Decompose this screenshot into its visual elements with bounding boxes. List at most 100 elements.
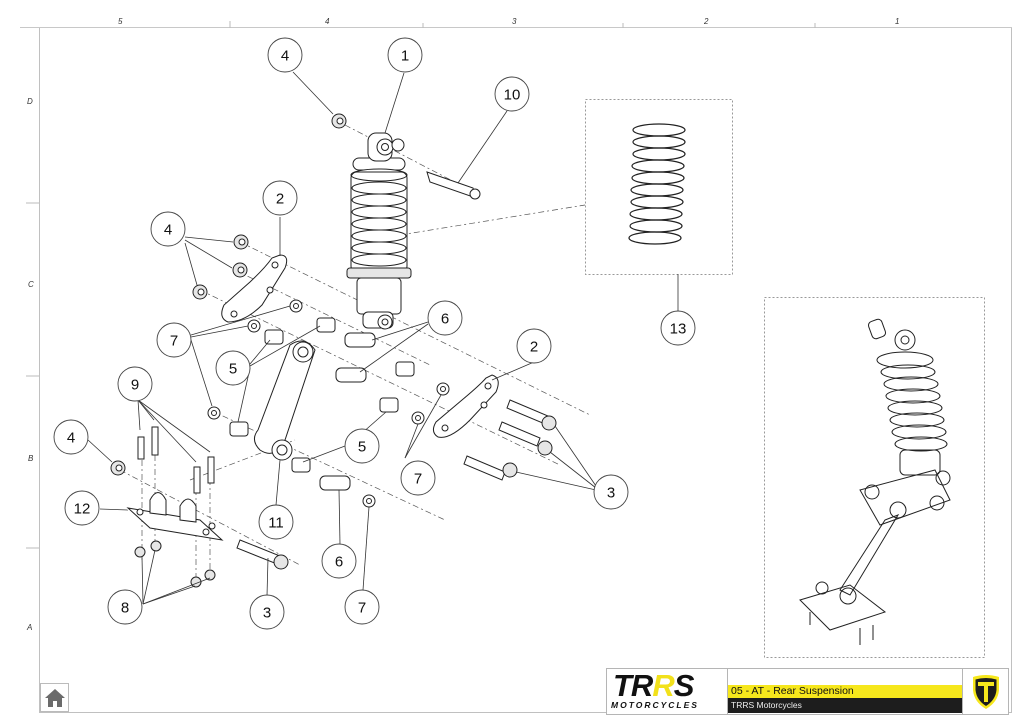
zone-col-1: 1 — [895, 17, 899, 26]
balloon-circle — [494, 76, 530, 112]
balloon-7: 7 — [344, 589, 380, 625]
logo-text-prefix: TR — [613, 668, 653, 703]
shock-absorber-drawing — [331, 113, 481, 330]
balloon-label: 3 — [607, 485, 615, 502]
balloon-4: 4 — [150, 211, 186, 247]
balloon-label: 13 — [670, 321, 687, 338]
balloon-3: 3 — [249, 594, 285, 630]
balloon-circle — [53, 419, 89, 455]
balloon-9: 9 — [117, 366, 153, 402]
title-block: TRRS MOTORCYCLES 05 - AT - Rear Suspensi… — [606, 668, 1009, 715]
balloon-2: 2 — [516, 328, 552, 364]
balloon-circle — [64, 490, 100, 526]
balloon-circle — [427, 300, 463, 336]
balloon-10: 10 — [494, 76, 530, 112]
logo-text-accent: R — [652, 668, 674, 703]
balloon-circle — [516, 328, 552, 364]
connecting-link — [254, 340, 316, 461]
zone-row-d: D — [27, 97, 33, 106]
balloon-label: 6 — [335, 554, 343, 571]
balloon-label: 2 — [530, 339, 538, 356]
balloon-circle — [117, 366, 153, 402]
home-icon — [44, 688, 65, 707]
zone-col-2: 2 — [703, 17, 709, 26]
balloon-circle — [593, 474, 629, 510]
balloon-circle — [249, 594, 285, 630]
balloon-4: 4 — [53, 419, 89, 455]
lower-bracket — [110, 426, 224, 588]
zone-column-ticks — [229, 21, 816, 28]
info-blank-row — [728, 669, 962, 685]
washers-and-bushings — [207, 299, 450, 508]
balloon-label: 12 — [74, 501, 91, 518]
zone-row-ticks — [26, 202, 39, 549]
balloon-label: 6 — [441, 311, 449, 328]
balloon-11: 11 — [258, 504, 294, 540]
spring-detail — [585, 99, 733, 275]
balloon-circle — [387, 37, 423, 73]
balloon-label: 3 — [263, 605, 271, 622]
zone-row-a: A — [26, 623, 32, 632]
balloon-label: 11 — [268, 515, 284, 532]
balloon-6: 6 — [321, 543, 357, 579]
logo-subtitle: MOTORCYCLES — [611, 700, 699, 710]
zone-row-c: C — [28, 280, 34, 289]
balloon-5: 5 — [344, 428, 380, 464]
sheet-border — [39, 27, 1012, 713]
balloon-label: 2 — [276, 191, 284, 208]
balloon-12: 12 — [64, 490, 100, 526]
balloon-label: 8 — [121, 600, 129, 617]
balloon-13: 13 — [660, 310, 696, 346]
balloon-8: 8 — [107, 589, 143, 625]
balloon-1: 1 — [387, 37, 423, 73]
balloon-circle — [215, 350, 251, 386]
trrs-logo: TRRS MOTORCYCLES — [607, 669, 728, 714]
balloon-label: 5 — [358, 439, 366, 456]
drawing-title: 05 - AT - Rear Suspension — [728, 685, 962, 698]
drawing-info: 05 - AT - Rear Suspension TRRS Motorcycl… — [728, 669, 963, 714]
balloon-label: 1 — [401, 48, 409, 65]
brand-shield — [963, 669, 1008, 714]
leader-lines — [87, 71, 679, 605]
balloon-3: 3 — [593, 474, 629, 510]
shield-logo-icon — [972, 674, 999, 709]
zone-col-3: 3 — [512, 17, 517, 26]
rocker-plate-right — [432, 374, 499, 438]
balloon-label: 5 — [229, 361, 237, 378]
balloon-5: 5 — [215, 350, 251, 386]
balloon-4: 4 — [267, 37, 303, 73]
balloon-7: 7 — [156, 322, 192, 358]
balloon-circle — [321, 543, 357, 579]
balloon-circle — [267, 37, 303, 73]
logo-text-suffix: S — [673, 668, 695, 703]
balloon-circle — [262, 180, 298, 216]
company-name: TRRS Motorcycles — [728, 698, 962, 713]
balloon-circle — [344, 428, 380, 464]
bolts — [236, 399, 557, 570]
balloon-label: 7 — [170, 333, 178, 350]
balloon-7: 7 — [400, 460, 436, 496]
logo-wordmark: TRRS — [613, 668, 695, 703]
balloon-circle — [258, 504, 294, 540]
balloon-label: 7 — [414, 471, 422, 488]
rocker-plate-left — [192, 234, 288, 323]
balloon-6: 6 — [427, 300, 463, 336]
balloon-circle — [400, 460, 436, 496]
balloon-circle — [107, 589, 143, 625]
balloon-label: 10 — [504, 87, 521, 104]
zone-col-5: 5 — [118, 17, 123, 26]
zone-col-4: 4 — [325, 17, 330, 26]
balloon-circle — [344, 589, 380, 625]
balloon-circle — [156, 322, 192, 358]
balloon-label: 7 — [358, 600, 366, 617]
balloon-circle — [660, 310, 696, 346]
balloon-2: 2 — [262, 180, 298, 216]
balloon-label: 4 — [164, 222, 172, 239]
zone-row-b: B — [28, 454, 34, 463]
balloon-label: 9 — [131, 377, 139, 394]
balloon-circle — [150, 211, 186, 247]
home-button[interactable] — [40, 683, 69, 712]
assembled-view — [764, 297, 985, 658]
balloon-callouts: 1 4 10 2 4 7 5 6 2 9 4 12 11 5 7 3 8 3 6 7 13 — [53, 37, 696, 630]
